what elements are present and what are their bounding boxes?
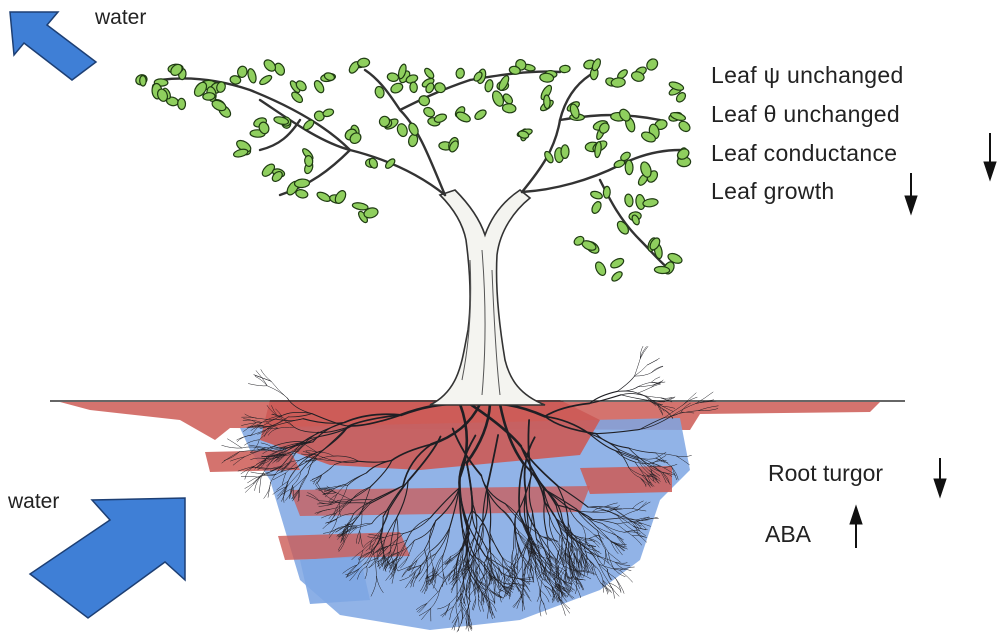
root-strand — [635, 359, 641, 377]
leaf — [389, 81, 404, 94]
leaf — [591, 58, 602, 72]
aba-up-arrow — [850, 506, 862, 548]
leaf — [603, 186, 610, 198]
leaf — [410, 82, 418, 93]
leaf — [502, 103, 516, 113]
root-strand — [618, 376, 635, 391]
root-strand — [621, 395, 647, 400]
leaf — [294, 179, 310, 188]
leaf-conductance-down-arrow — [984, 133, 996, 180]
leaf — [387, 72, 400, 82]
root-strand — [248, 384, 267, 386]
leaf-growth-down-arrow — [905, 173, 917, 214]
root-strand — [267, 386, 287, 398]
leaf — [543, 95, 550, 109]
root-strand — [609, 583, 621, 591]
root-turgor-down-arrow — [934, 458, 946, 497]
water-arrow-icon — [30, 498, 185, 618]
water-arrow-icon — [10, 12, 96, 80]
leaf — [473, 108, 488, 121]
root-strand — [251, 472, 264, 474]
root-strand — [255, 375, 271, 381]
leaf — [624, 194, 634, 208]
root-strand — [640, 346, 648, 358]
leaf — [247, 68, 258, 84]
root-strand — [647, 360, 657, 365]
leaf — [203, 92, 216, 100]
leaf — [177, 98, 185, 110]
leaf — [609, 257, 625, 270]
leaf — [593, 260, 607, 277]
tree-trunk — [430, 190, 545, 405]
leaf — [304, 155, 313, 167]
leaf — [384, 157, 397, 170]
leaf-effect-label: Leaf ψ unchanged — [711, 62, 904, 89]
root-effect-label: ABA — [765, 521, 811, 548]
leaf-effect-label: Leaf θ unchanged — [711, 101, 900, 128]
leaf — [455, 68, 465, 79]
root-strand — [652, 366, 663, 372]
leaf — [316, 190, 332, 203]
leaf — [559, 65, 570, 73]
root-strand — [268, 483, 271, 498]
water-supply-arrow — [30, 498, 185, 618]
root-strand — [264, 483, 271, 499]
leaf — [645, 57, 660, 72]
root-strand — [620, 570, 633, 582]
leaf — [396, 122, 409, 137]
leaf — [258, 74, 273, 87]
leaf — [290, 90, 304, 104]
leaf — [610, 270, 624, 283]
root-strand — [651, 377, 660, 382]
root-strand — [241, 476, 260, 477]
root-strand — [618, 391, 638, 393]
leaf — [423, 67, 435, 80]
leaf — [357, 58, 370, 68]
leaf — [233, 148, 249, 159]
leaf — [422, 106, 436, 119]
root-strand — [222, 445, 242, 448]
leaf-effect-label: Leaf conductance — [711, 140, 897, 167]
leaf — [625, 160, 633, 175]
leaf — [590, 200, 603, 215]
leaf — [322, 108, 334, 118]
root-strand — [609, 583, 614, 599]
leaf — [433, 113, 447, 124]
root-effect-label: Root turgor — [768, 460, 883, 487]
leaf — [484, 79, 494, 93]
water-label-top: water — [95, 6, 146, 30]
root-strand — [638, 387, 652, 393]
leaf — [561, 145, 569, 159]
leaf — [615, 219, 630, 236]
leaf-effect-label: Leaf growth — [711, 178, 835, 205]
leaf — [455, 110, 472, 124]
leaf — [590, 190, 604, 200]
leaf — [677, 119, 692, 133]
root-strand — [256, 371, 267, 386]
leaf — [140, 75, 147, 86]
root-strand — [227, 439, 242, 448]
water-label-bottom: water — [8, 490, 59, 514]
water-loss-arrow — [10, 12, 96, 80]
trunk-shape — [430, 190, 545, 405]
